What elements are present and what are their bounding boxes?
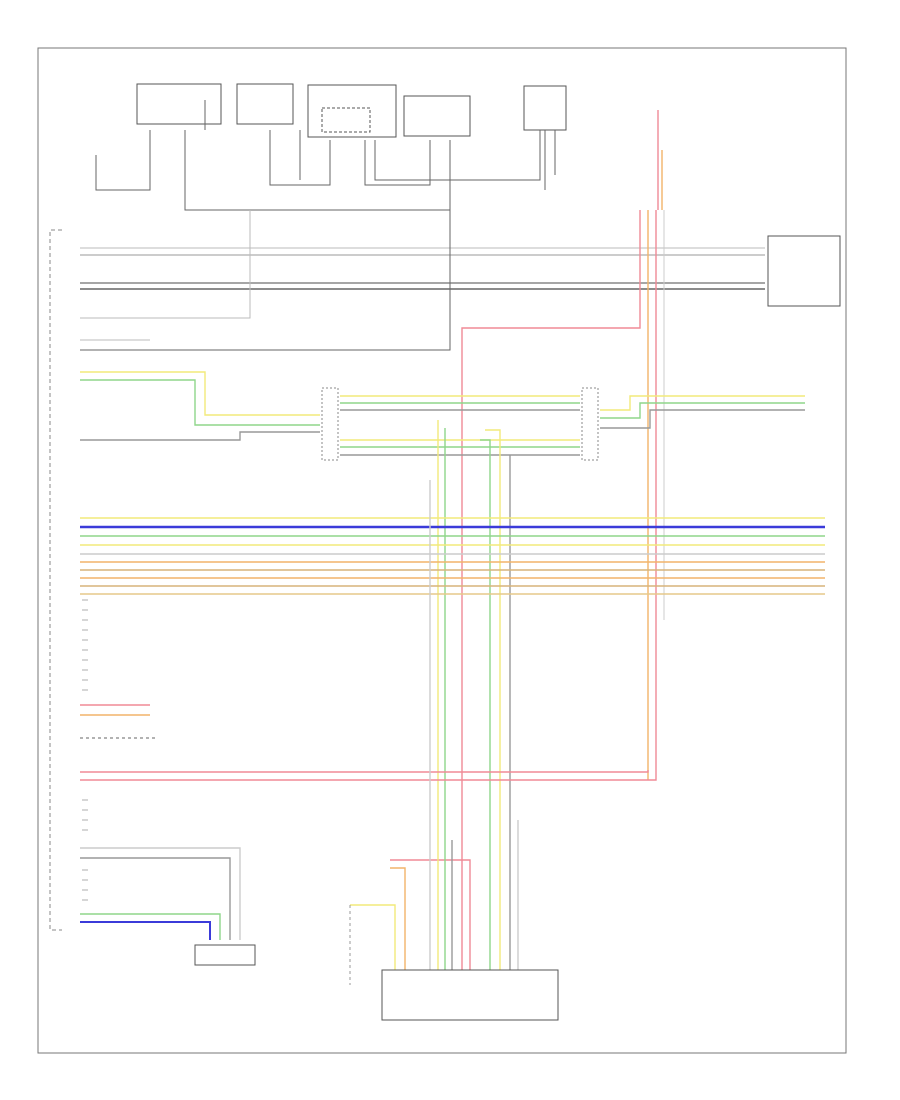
- module-box-2: [236, 83, 294, 125]
- main-connector-bracket: [49, 229, 62, 931]
- bottom-module-wires: [350, 480, 519, 970]
- middle-signal-wires: [80, 371, 805, 840]
- phone-module-box: [194, 944, 256, 966]
- mid-connector-1: [321, 387, 339, 461]
- pink-wire-upper: [461, 210, 641, 860]
- module-box-4: [403, 95, 471, 137]
- left-stub-wires: [80, 704, 657, 781]
- module-box-3-inner: [321, 107, 371, 133]
- module-box-5: [523, 85, 567, 131]
- bottom-module-box: [381, 969, 559, 1021]
- right-module-box: [767, 235, 841, 307]
- mid-connector-2: [581, 387, 599, 461]
- connector-pin-ticks: [82, 599, 88, 901]
- upper-bus-wires: [80, 140, 765, 351]
- module-box-1: [136, 83, 222, 125]
- horizontal-bus-bank: [80, 517, 825, 595]
- phone-wires: [80, 847, 241, 940]
- diagram-frame: [37, 47, 847, 1054]
